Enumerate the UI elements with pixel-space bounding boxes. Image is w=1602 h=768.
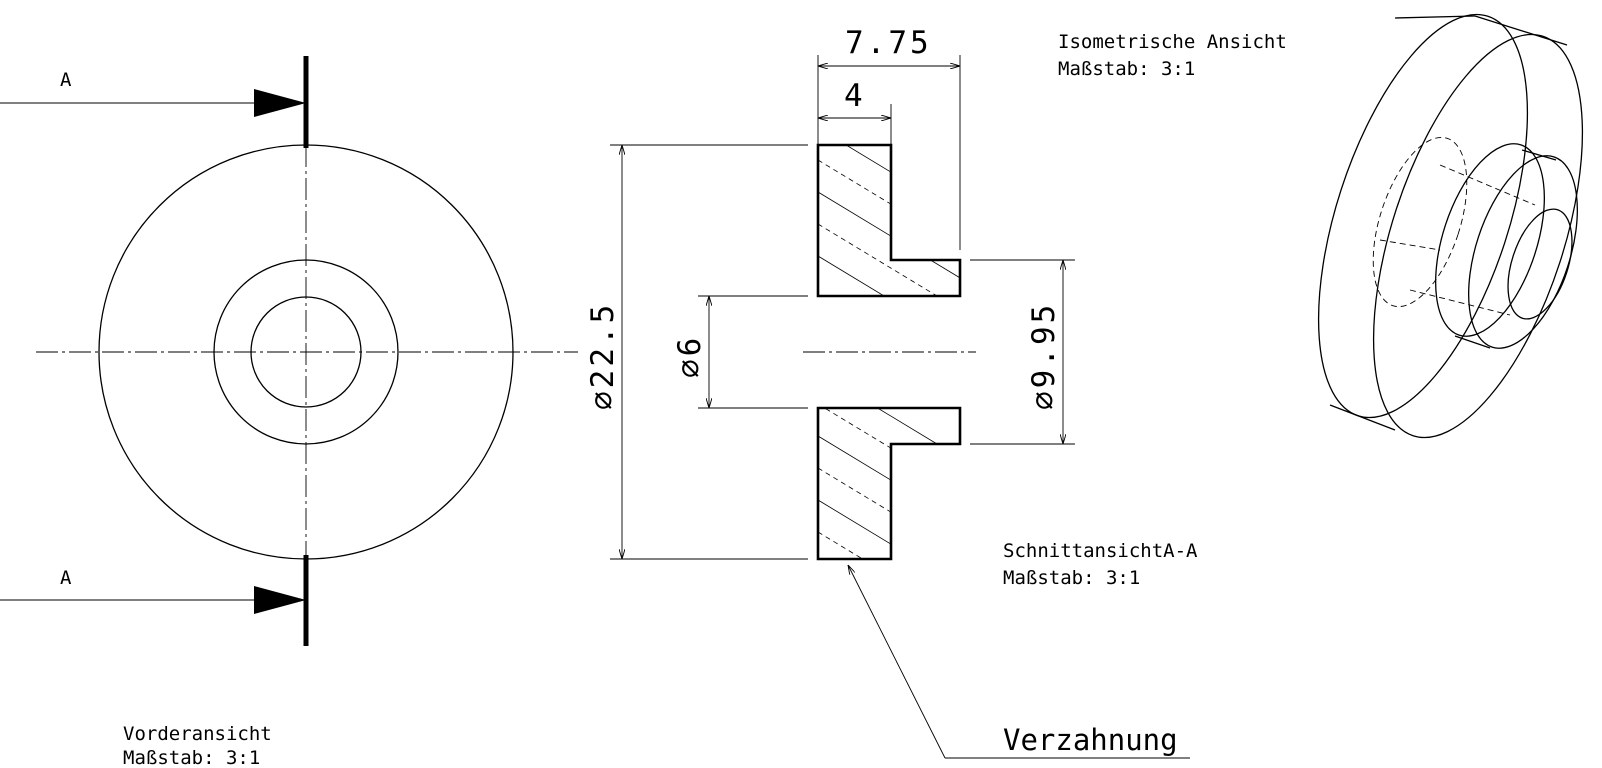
svg-text:4: 4 — [844, 78, 866, 114]
dimension-outer-diameter: ⌀22.5 — [585, 144, 808, 560]
dimension-hub-width: 4 — [818, 78, 892, 145]
section-profile-upper — [816, 143, 962, 298]
iso-view-title: Isometrische Ansicht — [1058, 31, 1287, 53]
iso-disc-front — [1372, 33, 1584, 439]
section-view: 7.75 4 ⌀22.5 ⌀6 ⌀9.95 — [585, 25, 1198, 759]
section-marker-top: A — [0, 56, 309, 148]
iso-boss-front — [1468, 155, 1578, 349]
section-label-top: A — [60, 69, 72, 91]
iso-bore — [1507, 208, 1573, 320]
svg-text:⌀9.95: ⌀9.95 — [1026, 302, 1062, 410]
dimension-boss-diameter: ⌀9.95 — [970, 259, 1075, 445]
section-label-bottom: A — [60, 567, 72, 589]
hatching-lower — [818, 408, 960, 559]
isometric-view: Isometrische Ansicht Maßstab: 3:1 — [1058, 13, 1584, 439]
front-view-title: Vorderansicht — [123, 723, 272, 745]
section-view-title: SchnittansichtA-A — [1003, 540, 1198, 562]
callout-leader: Verzahnung — [848, 565, 1190, 759]
svg-text:7.75: 7.75 — [845, 25, 932, 61]
iso-boss-base — [1435, 143, 1545, 337]
callout-text: Verzahnung — [1003, 723, 1178, 757]
iso-view-scale: Maßstab: 3:1 — [1058, 58, 1195, 80]
front-view: A A Vorderansicht Maßstab: 3:1 — [0, 56, 578, 768]
svg-text:⌀6: ⌀6 — [672, 335, 708, 378]
svg-text:⌀22.5: ⌀22.5 — [585, 302, 621, 410]
iso-disc-back — [1317, 13, 1529, 419]
section-marker-bottom: A — [0, 555, 309, 646]
section-view-scale: Maßstab: 3:1 — [1003, 567, 1140, 589]
iso-boss-hidden — [1372, 136, 1468, 308]
dimension-total-width: 7.75 — [817, 25, 961, 250]
hatching-upper — [818, 145, 960, 296]
section-profile-lower — [816, 406, 962, 561]
dimension-bore-diameter: ⌀6 — [672, 295, 808, 409]
front-view-scale: Maßstab: 3:1 — [123, 747, 260, 768]
